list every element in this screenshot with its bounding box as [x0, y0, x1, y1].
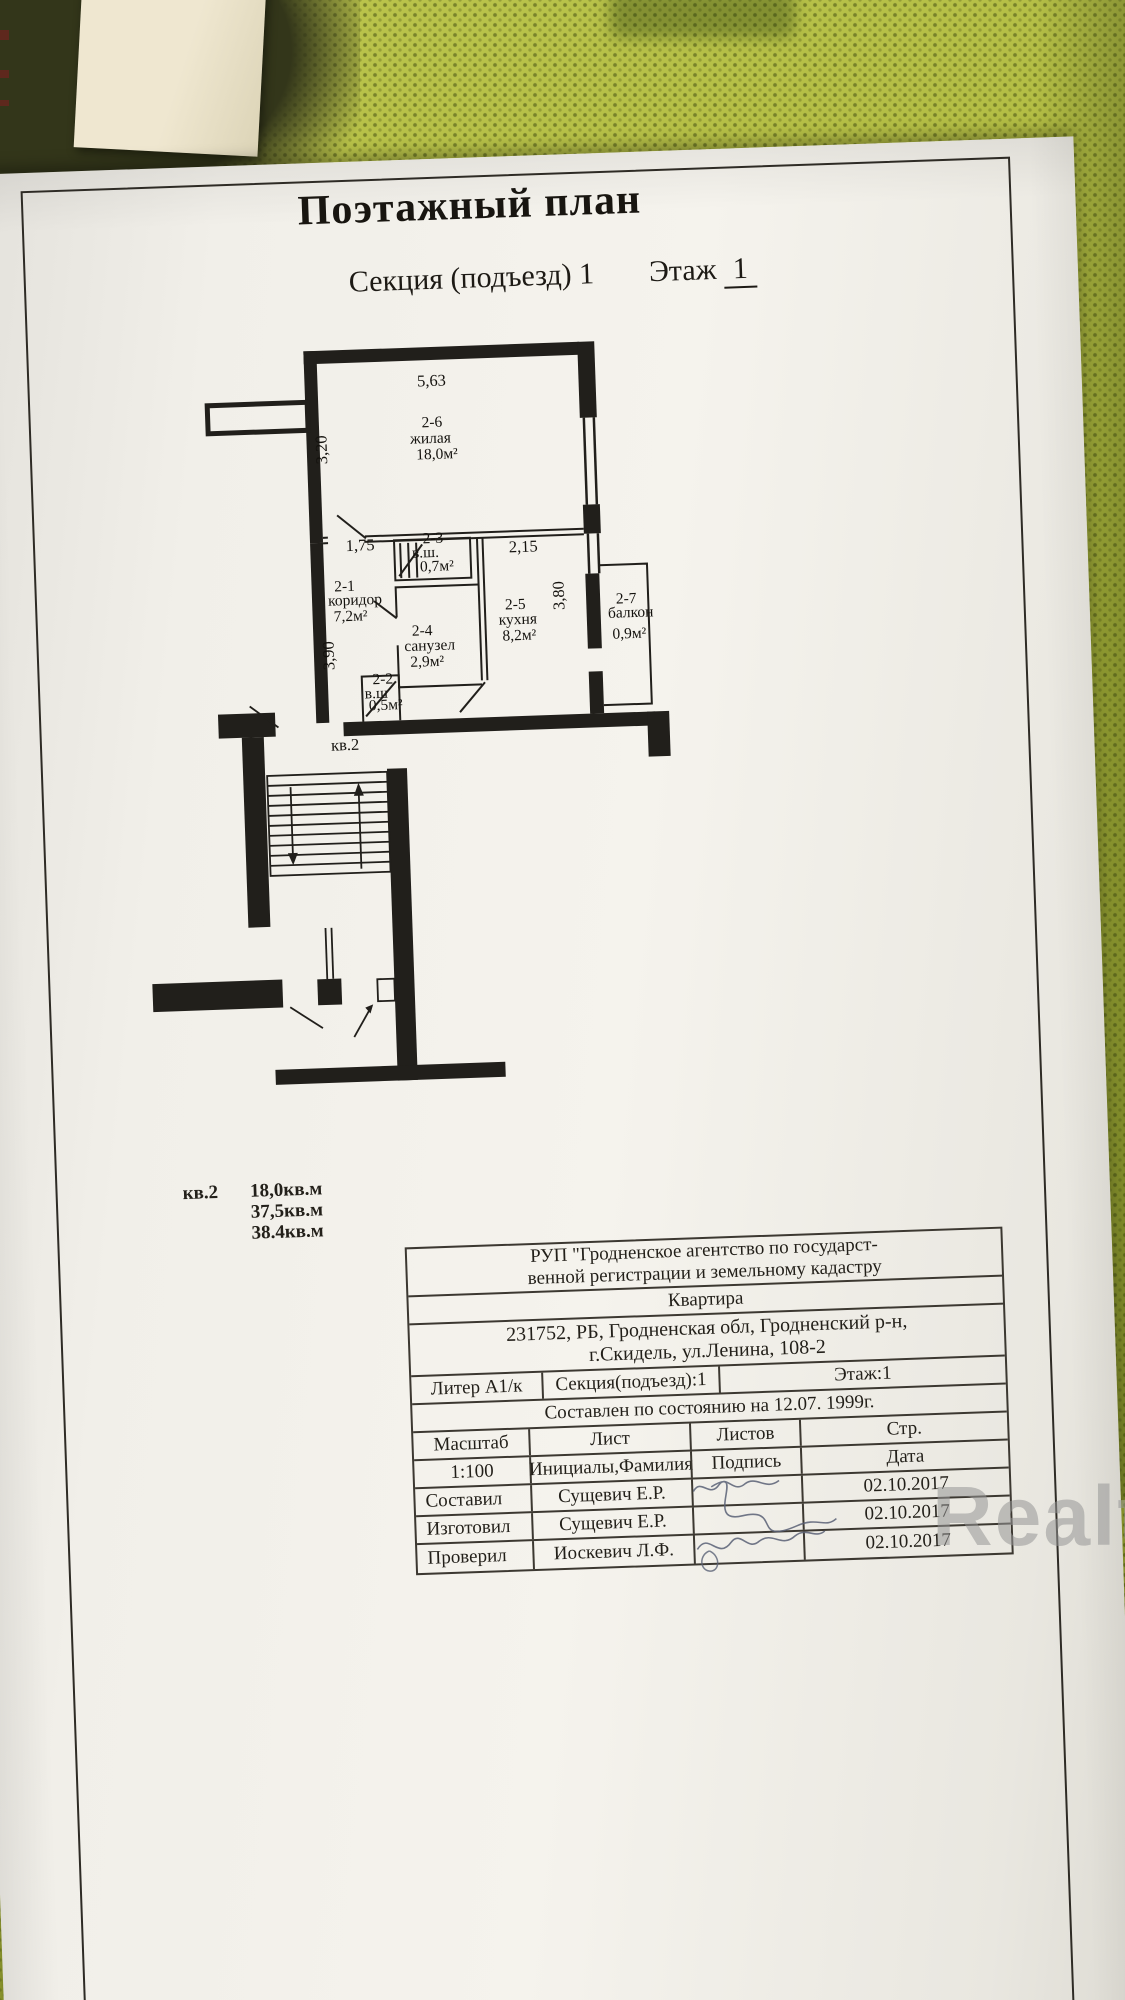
room-2-1-area: 7,2м² — [333, 607, 368, 625]
room-2-2-num: 2-2 — [372, 670, 393, 688]
floor-plan-document: Поэтажный план Секция (подъезд) 1 Этаж 1 — [0, 136, 1125, 2000]
room-2-6-name: жилая — [409, 429, 451, 447]
floor-plan-drawing: 5,63 3,20 2-6 жилая 18,0м² 1,75 2-3 в.ш.… — [152, 341, 671, 1085]
interior-walls — [322, 514, 653, 722]
apartment-label: кв.2 — [331, 735, 360, 755]
dim-hall: 1,75 — [345, 535, 375, 555]
dim-kitchen-top: 2,15 — [509, 536, 539, 556]
summary-area-3: 38.4кв.м — [251, 1220, 325, 1244]
room-2-2-area: 0,5м² — [369, 696, 404, 714]
summary-area-1: 18,0кв.м — [249, 1178, 323, 1202]
header-sheets: Листов — [688, 1419, 800, 1450]
room-2-3-name: в.ш. — [412, 544, 440, 562]
room-2-7-name: балкон — [608, 603, 654, 622]
role: Составил — [425, 1488, 503, 1512]
room-2-3-area: 0,7м² — [420, 557, 455, 575]
stairs — [249, 705, 396, 1038]
scale-value: 1:100 — [450, 1460, 495, 1484]
handwritten-mark — [701, 1550, 719, 1572]
signature-cell — [690, 1475, 802, 1506]
edge-marks — [0, 30, 9, 150]
room-2-5-area: 8,2м² — [502, 626, 537, 644]
role: Проверил — [427, 1545, 508, 1569]
summary-area-2: 37,5кв.м — [250, 1199, 324, 1223]
floor-label-group: Этаж 1 — [648, 251, 758, 290]
dim-kitchen-side: 3,80 — [549, 581, 569, 611]
floor-label: Этаж — [648, 252, 717, 289]
dim-left-upper: 3,20 — [311, 435, 331, 465]
room-2-7-num: 2-7 — [616, 590, 637, 608]
signature-cell — [691, 1503, 803, 1534]
summary-areas: 18,0кв.м 37,5кв.м 38.4кв.м — [249, 1178, 325, 1244]
person-name: Иоскевич Л.Ф. — [532, 1535, 694, 1570]
room-2-5-num: 2-5 — [505, 596, 526, 614]
room-2-4-name: санузел — [404, 636, 456, 655]
summary-apartment: кв.2 — [182, 1181, 219, 1205]
room-2-2-name: в.ш — [364, 685, 388, 703]
title-block-table: РУП "Гродненское агентство по государст-… — [404, 1226, 1014, 1576]
room-2-1-name: коридор — [328, 591, 383, 610]
floor-number: 1 — [723, 251, 758, 289]
room-2-6-area: 18,0м² — [416, 445, 459, 463]
windows — [204, 399, 601, 574]
exterior-walls — [152, 341, 671, 1085]
photo-watermark: Realt — [932, 1469, 1125, 1563]
header-scale: Масштаб — [433, 1432, 509, 1456]
room-2-7-area: 0,9м² — [612, 625, 647, 643]
mat-dark-patch — [610, 0, 795, 38]
room-2-4-num: 2-4 — [412, 622, 433, 640]
room-2-1-num: 2-1 — [334, 578, 355, 596]
room-2-6-num: 2-6 — [421, 414, 442, 432]
dim-top: 5,63 — [417, 370, 447, 390]
area-summary: кв.2 18,0кв.м 37,5кв.м 38.4кв.м — [182, 1178, 325, 1246]
room-2-5-name: кухня — [498, 610, 537, 628]
role: Изготовил — [426, 1515, 511, 1540]
room-2-3-num: 2-3 — [422, 530, 443, 548]
room-2-4-area: 2,9м² — [410, 653, 445, 671]
dim-left-lower: 3,90 — [318, 641, 338, 671]
plan-labels: 5,63 3,20 2-6 жилая 18,0м² 1,75 2-3 в.ш.… — [311, 370, 654, 755]
subheader-signature: Подпись — [689, 1447, 801, 1478]
underlying-paper — [73, 0, 267, 157]
